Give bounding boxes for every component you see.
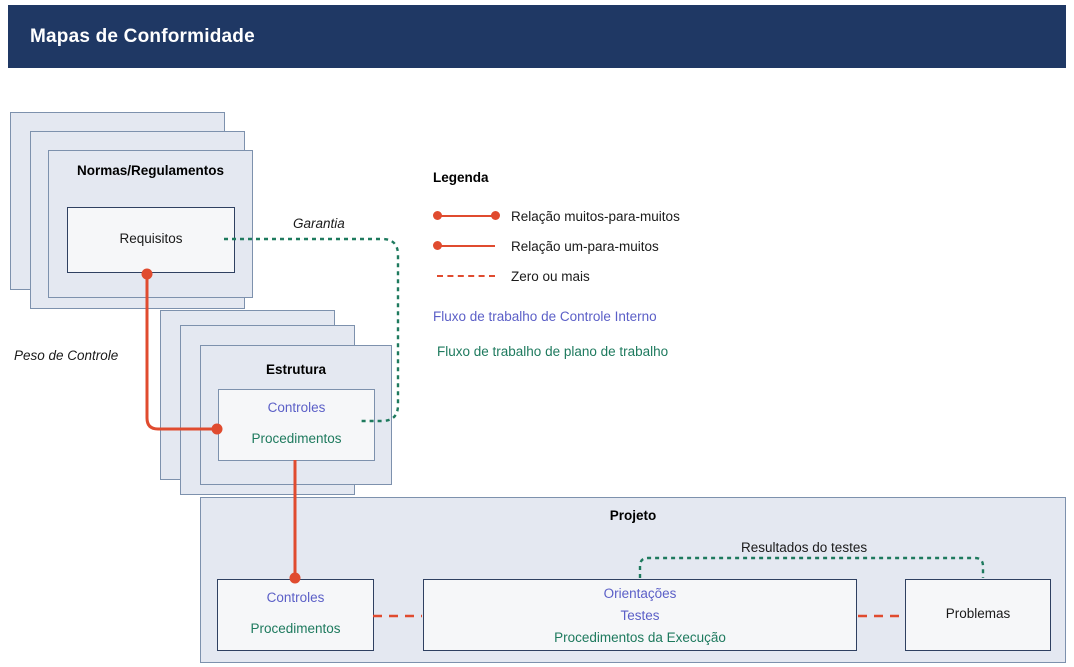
- structure-group-title: Estrutura: [265, 362, 326, 377]
- structure-controls-box[interactable]: Controles Procedimentos: [218, 389, 375, 461]
- legend-item-many-to-many: Relação muitos-para-muitos: [433, 201, 733, 231]
- project-guidance-box[interactable]: Orientações Testes Procedimentos da Exec…: [423, 579, 857, 651]
- project-problems-box[interactable]: Problemas: [905, 579, 1051, 651]
- legend-label-one-to-many: Relação um-para-muitos: [511, 238, 659, 254]
- structure-card-front[interactable]: Estrutura Controles Procedimentos: [200, 345, 392, 485]
- project-group-title: Projeto: [609, 508, 657, 523]
- legend-item-zero-or-more: Zero ou mais: [433, 261, 733, 291]
- legend-title: Legenda: [433, 170, 489, 185]
- page-title: Mapas de Conformidade: [30, 25, 255, 47]
- line-dot-both-icon: [433, 209, 503, 223]
- legend-label-many-to-many: Relação muitos-para-muitos: [511, 208, 680, 224]
- orientacoes-label: Orientações: [603, 586, 677, 601]
- legend-item-one-to-many: Relação um-para-muitos: [433, 231, 733, 261]
- structure-controles-label: Controles: [267, 400, 326, 415]
- requisitos-box[interactable]: Requisitos: [67, 207, 235, 273]
- control-weight-label: Peso de Controle: [14, 348, 119, 363]
- project-card[interactable]: Projeto Controles Procedimentos Orientaç…: [200, 497, 1066, 663]
- requisitos-label: Requisitos: [119, 231, 183, 246]
- norms-group-title: Normas/Regulamentos: [76, 163, 225, 178]
- test-results-label: Resultados do testes: [741, 540, 868, 555]
- procedimentos-execucao-label: Procedimentos da Execução: [554, 630, 726, 645]
- project-controles-label: Controles: [266, 590, 325, 605]
- norms-card-front[interactable]: Normas/Regulamentos Requisitos: [48, 150, 253, 298]
- project-controls-box[interactable]: Controles Procedimentos: [217, 579, 374, 651]
- page-header: Mapas de Conformidade: [8, 5, 1066, 68]
- line-dashed-icon: [433, 269, 503, 283]
- legend-flow-internal-control: Fluxo de trabalho de Controle Interno: [433, 309, 657, 324]
- structure-procedimentos-label: Procedimentos: [251, 431, 342, 446]
- line-dot-left-icon: [433, 239, 503, 253]
- legend-label-zero-or-more: Zero ou mais: [511, 268, 590, 284]
- testes-label: Testes: [620, 608, 660, 623]
- guarantee-label: Garantia: [293, 216, 345, 231]
- project-procedimentos-label: Procedimentos: [250, 621, 341, 636]
- problemas-label: Problemas: [945, 606, 1011, 621]
- legend-panel: Legenda Relação muitos-para-muitos Relaç…: [433, 170, 733, 359]
- legend-flow-work-plan: Fluxo de trabalho de plano de trabalho: [437, 344, 669, 359]
